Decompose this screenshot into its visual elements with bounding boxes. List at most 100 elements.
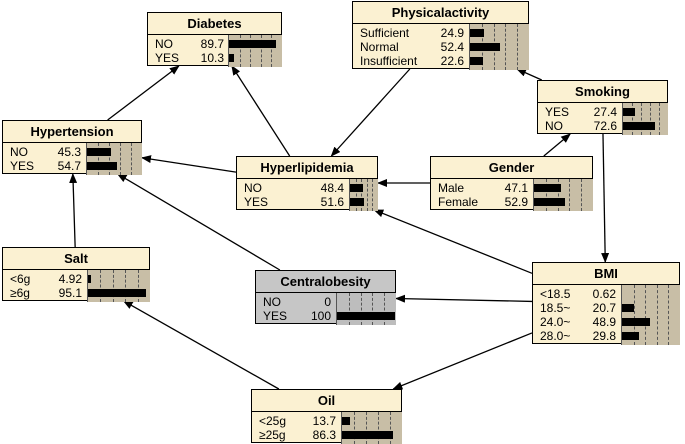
state-value: 47.1 [504, 181, 528, 195]
state-value: 29.8 [592, 329, 616, 343]
bar-gridline [125, 270, 126, 302]
probability-bar [88, 275, 91, 283]
edge-bmi-to-oil [392, 332, 533, 390]
bar-gridline [378, 412, 379, 444]
bar-gridline [659, 103, 660, 135]
bar-gridline [100, 270, 101, 302]
state-label: <18.5 [540, 287, 571, 301]
state-label: Female [438, 195, 479, 209]
node-title: Oil [252, 390, 401, 412]
bar-gridline [354, 412, 355, 444]
edge-oil-to-salt [122, 300, 280, 390]
state-value: 13.7 [312, 414, 336, 428]
bar-gridline [356, 179, 357, 211]
state-label: NO [155, 37, 173, 51]
bar-gridline [546, 179, 547, 211]
state-label: YES [244, 195, 269, 209]
bar-gridline [634, 285, 635, 345]
node-title: Hyperlipidemia [237, 157, 377, 179]
state-label: Normal [360, 40, 399, 54]
state-value: 48.9 [592, 315, 616, 329]
state-value: 52.9 [504, 195, 528, 209]
bar-gridline [581, 179, 582, 211]
node-title: Centralobesity [256, 271, 395, 293]
bar-gridline [109, 143, 110, 175]
edge-hypertension-to-diabetes [107, 65, 180, 121]
state-label: NO [10, 145, 28, 159]
bar-gridline [632, 103, 633, 135]
node-title: Salt [3, 248, 149, 270]
state-row: NO 0 [256, 295, 395, 309]
node-title: Diabetes [148, 13, 281, 35]
state-label: YES [10, 159, 35, 173]
state-value: 10.3 [200, 51, 224, 65]
node-title: Physicalactivity [353, 2, 528, 24]
bar-gridline [650, 103, 651, 135]
state-row: YES 51.6 [237, 195, 377, 209]
state-row: YES 27.4 [538, 105, 667, 119]
bar-gridline [261, 35, 262, 67]
state-value: 51.6 [320, 195, 344, 209]
state-value: 20.7 [592, 301, 616, 315]
bar-gridline [138, 270, 139, 302]
bar-gridline [361, 179, 362, 211]
state-label: YES [263, 309, 288, 323]
state-value: 86.3 [312, 428, 336, 442]
edge-centralobesity-to-hypertension [116, 173, 281, 271]
bar-gridline [558, 179, 559, 211]
probability-bar [229, 40, 276, 48]
state-label: YES [545, 105, 570, 119]
state-label: NO [263, 295, 281, 309]
edge-hyperlipidemia-to-hypertension [141, 155, 237, 173]
state-label: Male [438, 181, 465, 195]
state-value: 48.4 [320, 181, 344, 195]
probability-bar [622, 318, 650, 326]
bar-gridline [98, 143, 99, 175]
probability-bar [229, 54, 234, 62]
bar-gridline [349, 293, 350, 325]
probability-bar [350, 184, 363, 192]
edge-smoking-to-physicalactivity [516, 68, 543, 81]
state-value: 45.3 [57, 145, 81, 159]
bar-gridline [271, 35, 272, 67]
state-value: 27.4 [593, 105, 617, 119]
bar-gridline [372, 179, 373, 211]
probability-bar [534, 184, 561, 192]
bar-gridline [131, 143, 132, 175]
bar-gridline [367, 179, 368, 211]
bar-gridline [366, 412, 367, 444]
node-title: Smoking [538, 81, 667, 103]
state-value: 0 [324, 295, 331, 309]
node-title: Gender [431, 157, 592, 179]
bar-gridline [517, 24, 518, 70]
probability-bar [534, 198, 565, 206]
bar-gridline [120, 143, 121, 175]
bar-gridline [250, 35, 251, 67]
bar-gridline [641, 103, 642, 135]
edge-bmi-to-hyperlipidemia [373, 209, 533, 274]
probability-bar [622, 304, 634, 312]
